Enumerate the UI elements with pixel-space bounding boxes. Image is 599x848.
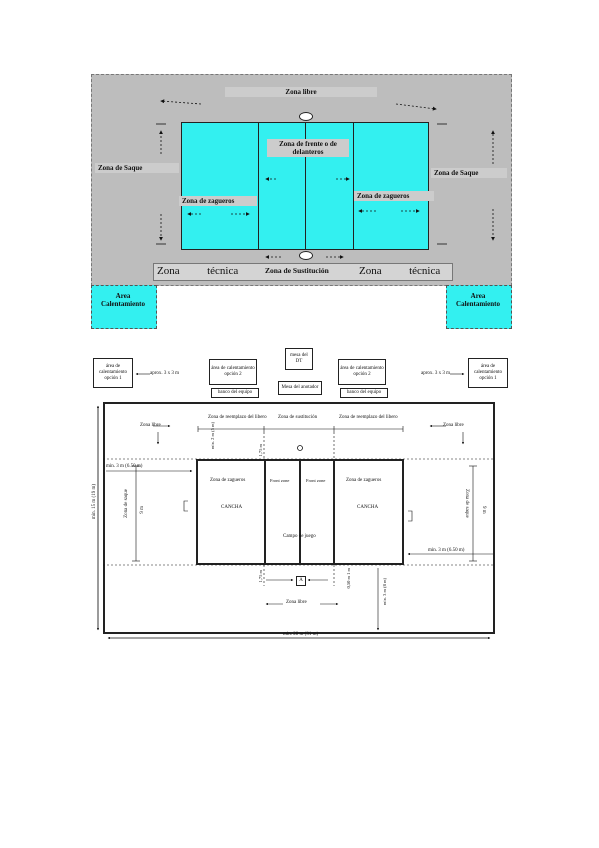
bench-left: banco del equipo xyxy=(211,388,259,398)
zona-zagueros-right: Zona de zagueros xyxy=(346,478,382,483)
bottom-lines xyxy=(96,372,495,640)
warmup-area-right xyxy=(446,285,512,329)
warmup-label-left: Area Calentamiento xyxy=(101,292,145,309)
zona-libre-top-right: Zona libre xyxy=(443,423,464,428)
warmup-opt1-right: área de calentamiento opción 1 xyxy=(468,358,508,388)
zona-frente-label: Zona de frente o de delanteros xyxy=(267,139,349,157)
zona-reemplazo-left: Zona de reemplazo del libero xyxy=(208,415,267,420)
mesa-anotador: Mesa del anotador xyxy=(278,381,322,395)
nine-m-right: 9 m xyxy=(480,506,486,514)
bottom-diagram: área de calentamiento opción 1 aprox. 3 … xyxy=(88,346,510,646)
zona-libre-bottom: Zona libre xyxy=(286,600,307,605)
aprox-right: aprox. 3 x 3 m xyxy=(421,371,451,376)
warmup-opt1-left: área de calentamiento opción 1 xyxy=(93,358,133,388)
top-arrows xyxy=(156,99,495,259)
zona-reemplazo-right: Zona de reemplazo del libero xyxy=(339,415,398,420)
attack-line-left xyxy=(258,122,259,250)
bench-right: banco del equipo xyxy=(340,388,388,398)
campo-juego: Campo de juego xyxy=(283,534,316,539)
cancha-right: CANCHA xyxy=(357,505,379,510)
top-diagram: Area Calentamiento Area Calentamiento Zo… xyxy=(91,74,512,330)
zona-saque-right-label: Zona de Saque xyxy=(431,168,507,178)
zona-zagueros-left-label: Zona de zagueros xyxy=(179,196,257,206)
center-line xyxy=(305,122,306,250)
zona-sustitucion-label: Zona de sustitución xyxy=(278,415,318,420)
technical-zone-strip xyxy=(153,263,453,281)
warmup-opt2-left: área de calentamiento opción 2 xyxy=(209,359,257,385)
warmup-area-left xyxy=(91,285,157,329)
scorer-marker: A xyxy=(296,576,306,586)
center-line xyxy=(299,459,301,565)
zona-libre-top-left: Zona libre xyxy=(140,423,161,428)
aprox-left: aprox. 3 x 3 m xyxy=(150,371,180,376)
front-zone-right: Front zone xyxy=(306,478,326,483)
attack-line-right xyxy=(353,122,354,250)
front-zone-left: Front zone xyxy=(270,478,290,483)
zona-saque-right: Zona de saque xyxy=(463,489,469,518)
cancha-left: CANCHA xyxy=(221,505,243,510)
attack-line-left xyxy=(264,459,266,565)
zona-tecnica-left: Zona técnica xyxy=(157,265,239,277)
min3-left-label: min. 3 m (6.50 m) xyxy=(106,464,143,469)
zona-sustitucion: Zona de Sustitución xyxy=(265,266,329,275)
zona-saque-left-label: Zona de Saque xyxy=(95,163,179,173)
min28-label: min. 28 m (31 m) xyxy=(283,632,319,637)
marker-a-label: A xyxy=(299,578,303,584)
attack-line-right xyxy=(333,459,335,565)
zona-zagueros-left: Zona de zagueros xyxy=(210,478,246,483)
warmup-opt2-right: área de calentamiento opción 2 xyxy=(338,359,386,385)
zona-zagueros-right-label: Zona de zagueros xyxy=(354,191,434,201)
outer-boundary xyxy=(103,402,495,634)
post-bottom xyxy=(299,251,313,260)
mesa-dt: mesa del DT xyxy=(285,348,313,370)
warmup-label-right: Area Calentamiento xyxy=(456,292,500,309)
zona-libre-label: Zona libre xyxy=(225,87,377,97)
zona-tecnica-right: Zona técnica xyxy=(359,265,441,277)
post-circle xyxy=(297,445,303,451)
min3-right-label: min. 3 m (6.50 m) xyxy=(428,548,465,553)
post-top xyxy=(299,112,313,121)
